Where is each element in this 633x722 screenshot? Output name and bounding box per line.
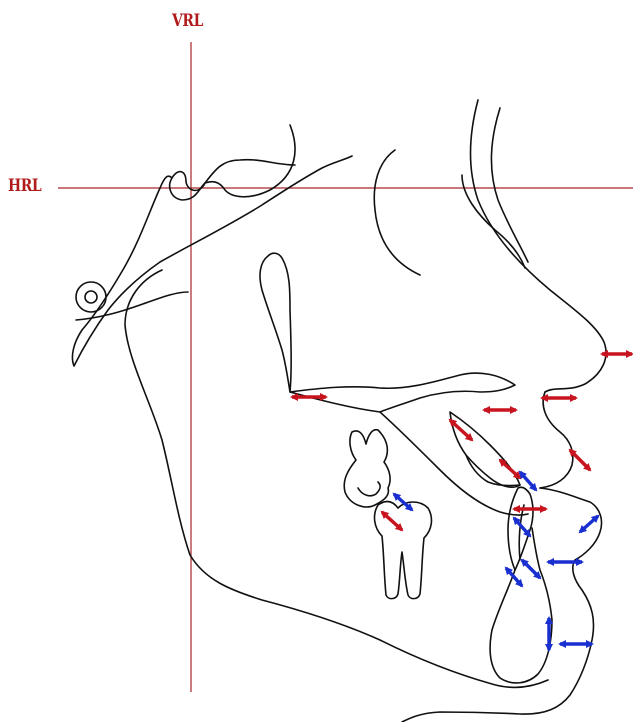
orbit-outline — [374, 150, 420, 275]
arrow-lower-incisor-root — [522, 560, 540, 578]
palatal-plane-outline — [290, 373, 515, 412]
cranial-base-outline — [72, 125, 352, 366]
upper-molar-occlusal — [358, 482, 380, 496]
blue-arrows — [394, 472, 598, 650]
symphysis-outline — [490, 528, 552, 683]
arrow-lower-lip — [580, 516, 598, 532]
arrow-upper-molar — [382, 512, 402, 530]
clivus-outline — [205, 160, 295, 183]
arrow-upper-incisor-tip — [500, 460, 520, 478]
nasal-bone-inner — [462, 175, 525, 268]
upper-incisor — [450, 412, 520, 487]
arrow-lower-incisor-mid — [514, 518, 530, 536]
maxilla-anterior — [540, 392, 573, 488]
pterygomaxillary-fissure — [260, 253, 291, 392]
lower-molar — [375, 502, 432, 599]
red-arrows — [292, 354, 632, 530]
ear-rod — [76, 282, 106, 312]
nasal-bone — [491, 108, 528, 262]
mandible-outline — [125, 270, 548, 687]
soft-tissue-forehead-nose — [470, 100, 606, 392]
